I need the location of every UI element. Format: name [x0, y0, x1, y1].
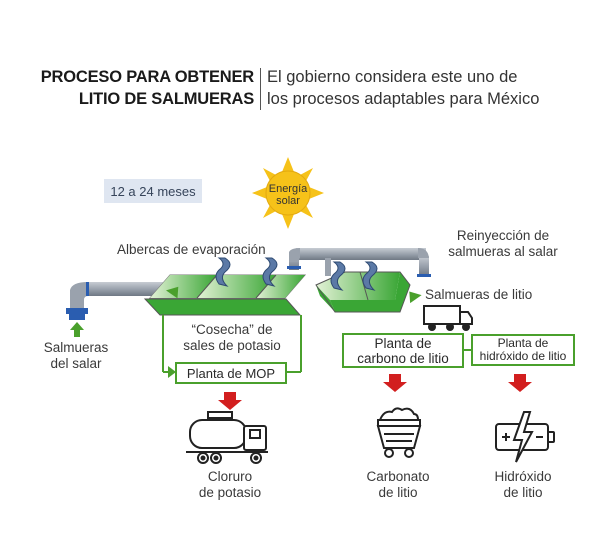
salar-brines-label: Salmueras del salar: [38, 340, 114, 372]
hydroxide-plant-line-1: Planta de: [497, 336, 549, 350]
duration-badge: 12 a 24 meses: [104, 179, 202, 203]
green-arrow-icon: [166, 286, 179, 299]
salar-brines-label-line-1: Salmueras: [43, 340, 109, 355]
harvest-label: “Cosecha” de sales de potasio: [170, 322, 294, 354]
potassium-product-line-1: Cloruro: [207, 469, 253, 484]
brine-flow-icon: [330, 261, 378, 291]
battery-icon: [495, 411, 555, 463]
carbonate-plant-line-2: carbono de litio: [357, 350, 449, 366]
subtitle-line-2: los procesos adaptables para México: [267, 90, 540, 108]
potassium-product-label: Cloruro de potasio: [180, 469, 280, 501]
title-line-1: PROCESO PARA OBTENER: [40, 68, 254, 86]
harvest-label-line-1: “Cosecha” de: [191, 322, 273, 337]
page-subtitle: El gobierno considera este uno de los pr…: [267, 66, 587, 110]
red-down-arrow-icon: [218, 374, 532, 410]
title-divider: [260, 68, 261, 110]
tanker-truck-icon: [186, 411, 268, 464]
carbonate-product-line-1: Carbonato: [366, 469, 430, 484]
carbonate-product-line-2: de litio: [378, 485, 418, 500]
carbonate-product-label: Carbonato de litio: [348, 469, 448, 501]
carbonate-plant-box: Planta de carbono de litio: [342, 333, 464, 368]
reinjection-label-line-2: salmueras al salar: [448, 244, 558, 259]
reinjection-label-line-1: Reinyección de: [456, 228, 550, 243]
carbonate-plant-line-1: Planta de: [374, 335, 432, 351]
title-line-2: LITIO DE SALMUERAS: [78, 90, 254, 108]
sun-label: Energía solar: [262, 183, 314, 207]
hydroxide-product-line-1: Hidróxido: [494, 469, 552, 484]
sun-label-line-2: solar: [276, 195, 300, 207]
salar-brines-label-line-2: del salar: [50, 356, 102, 371]
potassium-product-line-2: de potasio: [198, 485, 262, 500]
sun-icon: [252, 157, 324, 229]
green-up-arrow-icon: [70, 322, 84, 337]
lithium-brines-label: Salmueras de litio: [425, 287, 533, 302]
hydroxide-plant-line-2: hidróxido de litio: [479, 349, 567, 363]
evaporation-pools-left: [143, 274, 307, 316]
brine-flow-icon: [215, 257, 278, 287]
hydroxide-product-label: Hidróxido de litio: [473, 469, 573, 501]
green-right-arrow-icon: [168, 366, 176, 378]
hydroxide-product-line-2: de litio: [503, 485, 543, 500]
intake-pipe-icon: [66, 282, 163, 320]
mop-connector: [162, 315, 302, 373]
reinjection-label: Reinyección de salmueras al salar: [428, 228, 578, 260]
page-title: PROCESO PARA OBTENER LITIO DE SALMUERAS: [40, 66, 254, 110]
harvest-label-line-2: sales de potasio: [183, 338, 281, 353]
mine-cart-icon: [376, 407, 422, 458]
truck-icon: [423, 305, 473, 331]
mop-plant-box: Planta de MOP: [175, 362, 287, 384]
green-arrow-icon: [409, 291, 422, 304]
reinjection-pipe-icon: [287, 248, 431, 277]
sun-label-line-1: Energía: [268, 183, 308, 195]
subtitle-line-1: El gobierno considera este uno de: [267, 68, 518, 86]
evaporation-pools-label: Albercas de evaporación: [117, 242, 266, 257]
hydroxide-plant-box: Planta de hidróxido de litio: [471, 334, 575, 366]
